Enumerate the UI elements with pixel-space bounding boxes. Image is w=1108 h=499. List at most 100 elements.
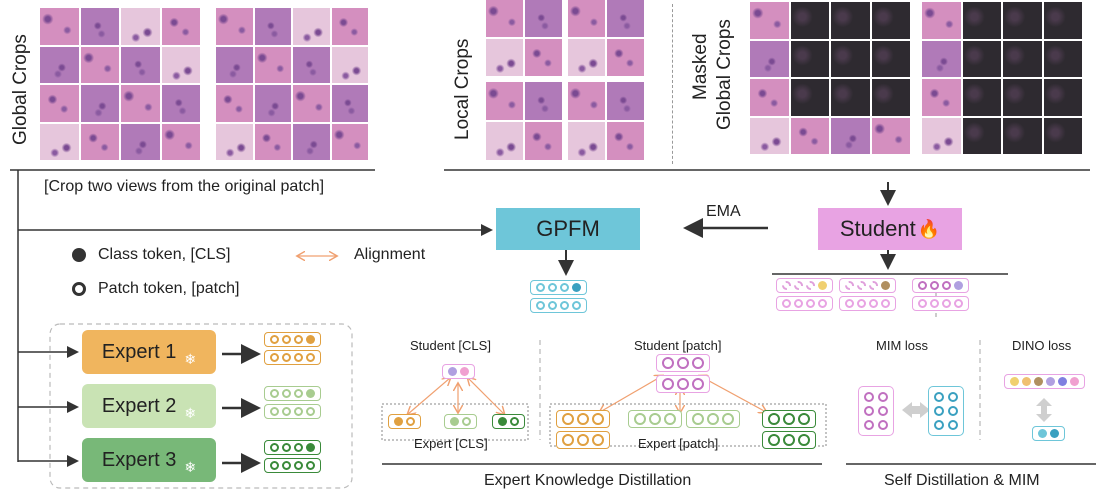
- token: [270, 407, 279, 416]
- token: [577, 434, 589, 446]
- token: [282, 461, 291, 470]
- crop-caption: [Crop two views from the original patch]: [44, 178, 325, 195]
- token-row: [442, 364, 475, 379]
- token: [1070, 377, 1079, 386]
- token: [857, 281, 866, 290]
- token-row: [556, 410, 610, 428]
- tissue-tile: [331, 123, 368, 160]
- tissue-tile: [871, 79, 910, 116]
- expert-patch-token: [762, 410, 816, 452]
- token-row: [264, 404, 321, 419]
- tissue-tile: [750, 79, 789, 116]
- tissue-tile: [486, 82, 523, 120]
- token: [794, 281, 803, 290]
- token: [560, 283, 569, 292]
- token: [864, 406, 874, 416]
- token: [794, 299, 803, 308]
- token: [768, 434, 780, 446]
- token: [1034, 377, 1043, 386]
- token: [662, 378, 674, 390]
- token-row: [776, 278, 833, 293]
- crop-divider: [672, 4, 673, 164]
- token: [783, 434, 795, 446]
- token: [798, 434, 810, 446]
- token: [560, 301, 569, 310]
- tissue-tile: [750, 117, 789, 154]
- token: [282, 389, 291, 398]
- tissue-tile: [607, 122, 644, 160]
- student-patch-label: Student [patch]: [634, 338, 722, 353]
- section-sd-label: Self Distillation & MIM: [884, 472, 1040, 489]
- token-row: [912, 296, 969, 311]
- token: [270, 443, 279, 452]
- tissue-tile: [80, 123, 119, 160]
- tissue-tile: [216, 8, 253, 45]
- expert-2-tokens: [264, 386, 321, 422]
- tissue-tile: [80, 8, 119, 45]
- token: [306, 461, 315, 470]
- tissue-tile: [962, 40, 1001, 77]
- token: [270, 335, 279, 344]
- local-crop-3-image: [486, 82, 562, 160]
- token: [864, 392, 874, 402]
- token-row: [839, 278, 896, 293]
- masked-crop-2-image: [922, 2, 1082, 154]
- expert-3-box: Expert 3 ❄: [82, 438, 216, 482]
- tissue-tile: [161, 85, 200, 122]
- snowflake-icon: ❄: [184, 350, 197, 367]
- expert-3-label: Expert 3: [101, 448, 177, 471]
- tissue-tile: [607, 0, 644, 37]
- token: [1050, 429, 1059, 438]
- local-crop-4-image: [568, 82, 644, 160]
- tissue-tile: [568, 82, 605, 120]
- token: [918, 299, 927, 308]
- student-token-group: [776, 278, 833, 314]
- token-row: [776, 296, 833, 311]
- tissue-tile: [831, 40, 870, 77]
- token: [930, 281, 939, 290]
- token-row: [556, 431, 610, 449]
- tissue-tile: [1003, 117, 1042, 154]
- tissue-tile: [962, 2, 1001, 39]
- token: [294, 353, 303, 362]
- token-row: [762, 410, 816, 428]
- token-row: [1032, 426, 1065, 441]
- token: [548, 301, 557, 310]
- token: [934, 392, 944, 402]
- token: [768, 413, 780, 425]
- student-box: Student 🔥: [818, 208, 962, 250]
- token: [462, 417, 471, 426]
- expert-patch-label: Expert [patch]: [638, 436, 719, 451]
- token: [878, 406, 888, 416]
- expert-2-box: Expert 2❄: [82, 384, 216, 428]
- token: [942, 299, 951, 308]
- token: [954, 281, 963, 290]
- token: [294, 389, 303, 398]
- token-row: [762, 431, 816, 449]
- tissue-tile: [962, 79, 1001, 116]
- token: [406, 417, 415, 426]
- tissue-tile: [486, 122, 523, 160]
- student-cls-label: Student [CLS]: [410, 338, 491, 353]
- tissue-tile: [607, 39, 644, 76]
- token: [306, 407, 315, 416]
- tissue-tile: [568, 122, 605, 160]
- global-crop-2-image: [216, 8, 368, 160]
- dino-gpfm-tokens: [1032, 426, 1065, 444]
- tissue-tile: [750, 40, 789, 77]
- student-cls-token: [442, 364, 475, 382]
- token: [460, 367, 469, 376]
- tissue-tile: [293, 123, 330, 160]
- tissue-tile: [790, 40, 829, 77]
- tissue-tile: [1043, 40, 1082, 77]
- token-row: [264, 350, 321, 365]
- token: [592, 434, 604, 446]
- tissue-tile: [1003, 2, 1042, 39]
- snowflake-icon: ❄: [184, 458, 197, 475]
- tissue-tile: [293, 46, 330, 83]
- token: [1046, 377, 1055, 386]
- tissue-tile: [486, 0, 523, 37]
- dino-student-tokens: [1004, 374, 1085, 392]
- expert-cls-token: [444, 414, 477, 432]
- token: [282, 353, 291, 362]
